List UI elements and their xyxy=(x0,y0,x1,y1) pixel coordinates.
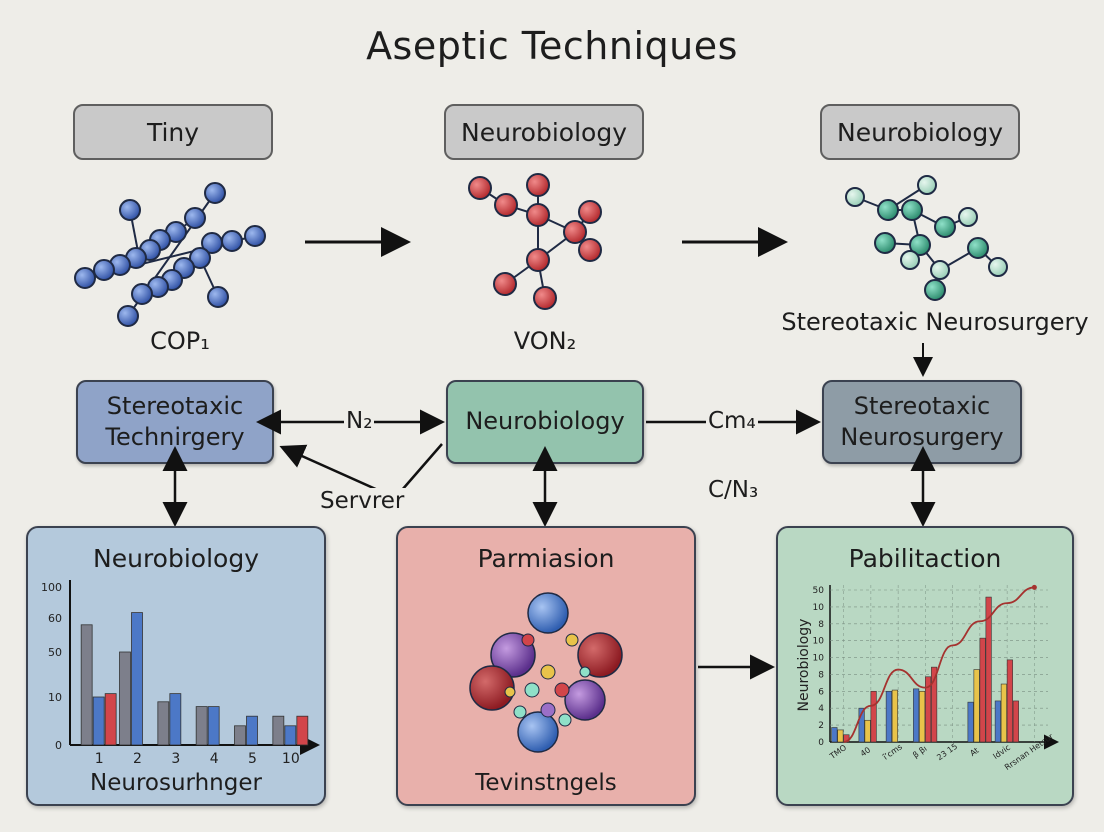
chart-left-bar xyxy=(207,706,220,746)
chart-right-ytick: 0 xyxy=(818,738,824,748)
chart-left-bar xyxy=(272,715,285,746)
panel-right: Pabilitaction xyxy=(776,526,1074,806)
chart-right-ytick: 10 xyxy=(813,637,825,647)
connector-layer xyxy=(162,343,936,527)
chart-right-bar xyxy=(885,690,892,743)
chart-right-bar xyxy=(864,719,871,743)
chart-right-line xyxy=(843,586,1035,743)
chart-right-ytick: 10 xyxy=(813,603,825,613)
chart-right-bar xyxy=(891,689,898,743)
chart-right-xtick: 23 15 xyxy=(935,742,959,763)
chart-right-ytick: 6 xyxy=(818,687,824,697)
chart-right-bar xyxy=(1006,659,1013,743)
edge-label-cn3: C/N₃ xyxy=(706,477,761,503)
chart-left-ytick: 60 xyxy=(48,612,62,625)
chart-right-bar xyxy=(1000,683,1007,743)
node-stereotaxic-neurosurgery: Stereotaxic Neurosurgery xyxy=(822,380,1022,464)
chart-right-bar xyxy=(925,676,932,743)
chart-right-xtick: 40 xyxy=(859,745,873,758)
panel-center-footer: Tevinstngels xyxy=(475,770,617,796)
chart-left-bar xyxy=(195,706,208,746)
header-neurobiology-right: Neurobiology xyxy=(820,104,1020,160)
molecule-cop1-icon xyxy=(74,182,266,327)
chart-right-bar xyxy=(1012,700,1019,743)
chart-right-bar xyxy=(870,690,877,743)
chart-right-ytick: 50 xyxy=(813,586,825,596)
label-von2: VON₂ xyxy=(513,327,577,355)
chart-right-ytick: 2 xyxy=(818,721,824,731)
chart-right-line-end xyxy=(1031,584,1037,590)
chart-right-bar xyxy=(994,700,1001,743)
line-servrer-to-center xyxy=(401,443,443,491)
chart-right-bar xyxy=(913,688,920,743)
panel-center-title: Parmiasion xyxy=(477,544,615,573)
molecule-von2-icon xyxy=(468,173,602,310)
panel-center: Parmiasion Tevinstngels xyxy=(396,526,696,806)
chart-right-bar xyxy=(979,637,986,743)
label-stereotaxic-neurosurgery: Stereotaxic Neurosurgery xyxy=(781,308,1089,336)
chart-right-ytick: 4 xyxy=(818,704,824,714)
edge-label-n2: N₂ xyxy=(344,408,375,434)
chart-left-ytick: 50 xyxy=(48,646,62,659)
cluster-molecule-icon xyxy=(469,592,623,753)
chart-left-bar xyxy=(246,715,258,746)
chart-left-xtick: 10 xyxy=(282,751,300,767)
chart-right-bar xyxy=(831,727,838,743)
chart-left-xtick: 1 xyxy=(95,751,104,767)
chart-left-ytick: 10 xyxy=(48,691,62,704)
molecule-layer xyxy=(74,173,1008,327)
chart-right-bar xyxy=(985,596,992,743)
chart-right-xtick: At xyxy=(968,746,980,758)
chart-left-bar xyxy=(80,624,93,746)
chart-right-ytick: 10 xyxy=(813,654,825,664)
chart-right-bar xyxy=(858,707,865,743)
chart-right-bar xyxy=(837,729,844,743)
chart-right-bar xyxy=(973,669,980,743)
chart-left-bar xyxy=(104,693,117,746)
chart-left-bar xyxy=(169,693,182,746)
chart-left-bar xyxy=(284,725,297,746)
chart-left-xtick: 3 xyxy=(171,751,180,767)
chart-right-ytick: 8 xyxy=(818,620,824,630)
chart-right-bar xyxy=(919,690,926,743)
edge-label-servrer: Servrer xyxy=(318,488,407,514)
chart-left-ytick: 0 xyxy=(55,739,62,752)
chart-left-bar xyxy=(119,651,131,746)
chart-left-bar xyxy=(157,701,170,746)
chart-right-ylabel: Neurobiology xyxy=(796,619,812,712)
label-cop1: COP₁ xyxy=(150,327,210,355)
edge-label-cm4: Cm₄ xyxy=(706,408,758,434)
chart-right-xtick: β βı xyxy=(911,744,928,760)
header-neurobiology-center: Neurobiology xyxy=(444,104,644,160)
panel-left: Neurobiology Neurosurhnger xyxy=(26,526,326,806)
chart-left-bar xyxy=(234,725,246,746)
chart-right-ytick: 8 xyxy=(818,670,824,680)
page-title: Aseptic Techniques xyxy=(366,24,738,68)
header-tiny: Tiny xyxy=(73,104,273,160)
chart-left-bar xyxy=(296,715,309,746)
chart-right-xtick: Idvic xyxy=(991,743,1012,761)
chart-left-xtick: 4 xyxy=(210,751,219,767)
chart-left-xtick: 2 xyxy=(133,751,142,767)
chart-right-xtick: TMO xyxy=(827,743,848,761)
chart-left-bar xyxy=(92,696,105,746)
molecule-right-icon xyxy=(845,175,1008,301)
chart-left-ytick: 100 xyxy=(41,581,62,594)
chart-right-bar xyxy=(931,666,938,743)
panel-left-footer: Neurosurhnger xyxy=(90,770,262,796)
chart-right-bar xyxy=(967,701,974,743)
chart-right-xtick: ĩ’cms xyxy=(881,742,904,762)
chart-left-bar xyxy=(131,612,143,746)
chart-left-xtick: 5 xyxy=(248,751,257,767)
panel-right-title: Pabilitaction xyxy=(848,544,1002,573)
panel-left-title: Neurobiology xyxy=(93,544,259,573)
